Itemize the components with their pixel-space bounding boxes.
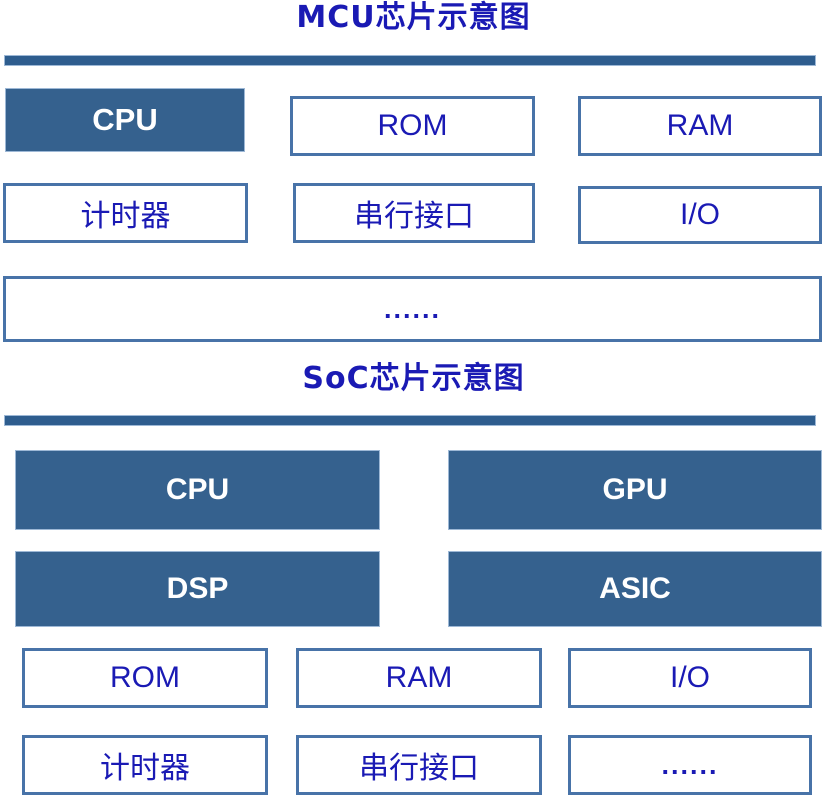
block-soc-ram[interactable]: RAM	[296, 648, 542, 708]
section-title-mcu: MCU芯片示意图	[296, 0, 531, 35]
block-mcu-timer[interactable]: 计时器	[3, 183, 248, 243]
block-soc-more[interactable]: ......	[568, 735, 812, 795]
section-title-soc: SoC芯片示意图	[302, 361, 525, 396]
block-soc-io[interactable]: I/O	[568, 648, 812, 708]
block-mcu-cpu[interactable]: CPU	[5, 88, 245, 152]
block-soc-asic[interactable]: ASIC	[448, 551, 822, 627]
block-mcu-serial-interface[interactable]: 串行接口	[293, 183, 535, 243]
block-mcu-io[interactable]: I/O	[578, 186, 822, 244]
block-soc-cpu[interactable]: CPU	[15, 450, 380, 530]
block-soc-gpu[interactable]: GPU	[448, 450, 822, 530]
block-soc-timer[interactable]: 计时器	[22, 735, 268, 795]
block-soc-rom[interactable]: ROM	[22, 648, 268, 708]
section-divider-soc	[4, 415, 816, 426]
block-mcu-more[interactable]: ......	[3, 276, 822, 342]
block-mcu-ram[interactable]: RAM	[578, 96, 822, 156]
section-divider-mcu	[4, 55, 816, 66]
block-soc-serial-interface[interactable]: 串行接口	[296, 735, 542, 795]
block-soc-dsp[interactable]: DSP	[15, 551, 380, 627]
block-mcu-rom[interactable]: ROM	[290, 96, 535, 156]
